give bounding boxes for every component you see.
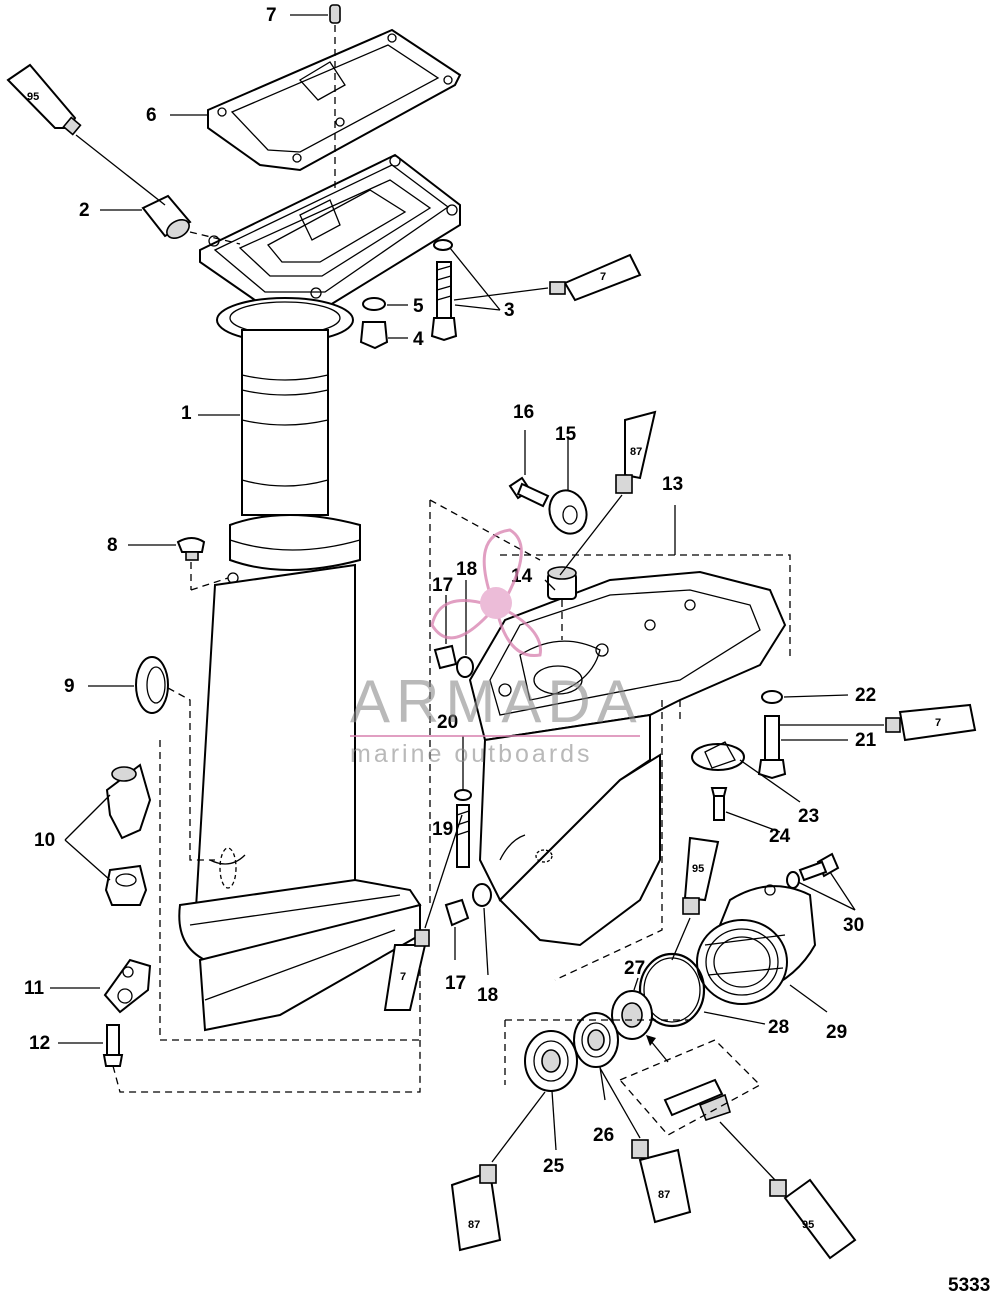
- callout-29: 29: [826, 1022, 847, 1043]
- nut: [444, 898, 470, 927]
- washer: [433, 239, 453, 251]
- o-ring: [638, 952, 706, 1028]
- screw: [710, 787, 728, 821]
- callout-5: 5: [413, 296, 424, 317]
- callout-21: 21: [855, 730, 877, 751]
- callout-17-lower: 17: [445, 973, 466, 994]
- callout-17-upper: 17: [432, 575, 453, 596]
- ball-bearing: [573, 1012, 619, 1068]
- svg-text:95: 95: [692, 863, 704, 875]
- callout-2: 2: [79, 200, 90, 221]
- svg-text:87: 87: [468, 1219, 480, 1231]
- bearing-carrier: [696, 884, 817, 1005]
- nut: [433, 644, 458, 670]
- sealant-tube-7-left-low: 7: [383, 929, 430, 1011]
- screw: [786, 852, 840, 889]
- callout-6: 6: [146, 105, 157, 126]
- washer: [472, 883, 492, 907]
- screw: [102, 1024, 124, 1067]
- washer: [761, 690, 783, 704]
- sealant-tube-7-right-mid: 7: [885, 703, 977, 742]
- callout-24: 24: [769, 826, 791, 847]
- callout-18-upper: 18: [456, 559, 477, 580]
- roller-bearing: [524, 1030, 578, 1092]
- gear-housing: [468, 570, 787, 947]
- callout-12: 12: [29, 1033, 50, 1054]
- callout-27: 27: [624, 958, 645, 979]
- callout-22: 22: [855, 685, 876, 706]
- callout-4: 4: [413, 329, 424, 350]
- screw: [430, 261, 458, 342]
- sealant-tube-95-top: 95: [6, 63, 82, 136]
- callout-23: 23: [798, 806, 819, 827]
- screw: [508, 476, 550, 508]
- svg-text:95: 95: [27, 91, 39, 103]
- callout-19: 19: [432, 819, 453, 840]
- callout-10: 10: [34, 830, 55, 851]
- callout-16: 16: [513, 402, 534, 423]
- washer: [456, 656, 474, 678]
- sealant-tube-95-bottom-right: 95: [769, 1178, 857, 1260]
- svg-text:87: 87: [658, 1189, 670, 1201]
- svg-text:7: 7: [935, 717, 941, 729]
- svg-text:7: 7: [400, 971, 406, 983]
- sealant-tube-87-bottom-mid: 87: [631, 1139, 692, 1224]
- sealant-tube-7-right-top: 7: [549, 253, 642, 302]
- screw: [757, 715, 787, 780]
- watermark-brand: ARMADA: [350, 668, 643, 735]
- sealant-tube-87-bottom-left: 87: [450, 1164, 502, 1252]
- driveshaft-housing: [178, 153, 461, 1032]
- svg-text:95: 95: [802, 1219, 814, 1231]
- stud: [456, 804, 470, 868]
- washer: [454, 789, 472, 801]
- bushing: [141, 194, 192, 239]
- sealant-tube-95-mid: 95: [682, 836, 720, 915]
- callout-30: 30: [843, 915, 864, 936]
- watermark: ARMADA marine outboards: [350, 528, 643, 768]
- callout-26: 26: [593, 1125, 614, 1146]
- roller: [548, 489, 588, 535]
- vent-plug: [176, 537, 206, 561]
- callout-25: 25: [543, 1156, 565, 1177]
- hex-nut: [104, 864, 148, 906]
- nut: [359, 321, 389, 350]
- mount-bracket: [105, 763, 152, 840]
- callout-18-lower: 18: [477, 985, 498, 1006]
- dowel-pin: [329, 4, 341, 24]
- trim-tab: [691, 741, 745, 771]
- callout-numbers: 1 2 3 4 5 6 7 8 9 10 11 12 13 14 15 16 1…: [24, 5, 877, 1177]
- leader-lines: [50, 14, 884, 1151]
- installation-tool: [663, 1078, 731, 1121]
- callout-9: 9: [64, 676, 75, 697]
- watermark-tagline: marine outboards: [350, 740, 593, 768]
- gasket: [207, 28, 462, 172]
- figure-number: 5333: [948, 1275, 990, 1296]
- grommet: [135, 656, 169, 714]
- needle-bearing: [611, 990, 653, 1040]
- svg-text:87: 87: [630, 446, 642, 458]
- callout-13: 13: [662, 474, 683, 495]
- sealant-tube-87-center: 87: [615, 410, 657, 494]
- callout-8: 8: [107, 535, 118, 556]
- callout-7: 7: [266, 5, 277, 26]
- callout-11: 11: [24, 978, 45, 999]
- callout-3: 3: [504, 300, 515, 321]
- washer: [362, 297, 386, 311]
- callout-20: 20: [437, 712, 458, 733]
- anode-plate: [103, 958, 152, 1014]
- svg-text:7: 7: [600, 271, 606, 283]
- callout-15: 15: [555, 424, 577, 445]
- propeller-logo-icon: [430, 528, 542, 657]
- callout-1: 1: [181, 403, 192, 424]
- callout-28: 28: [768, 1017, 789, 1038]
